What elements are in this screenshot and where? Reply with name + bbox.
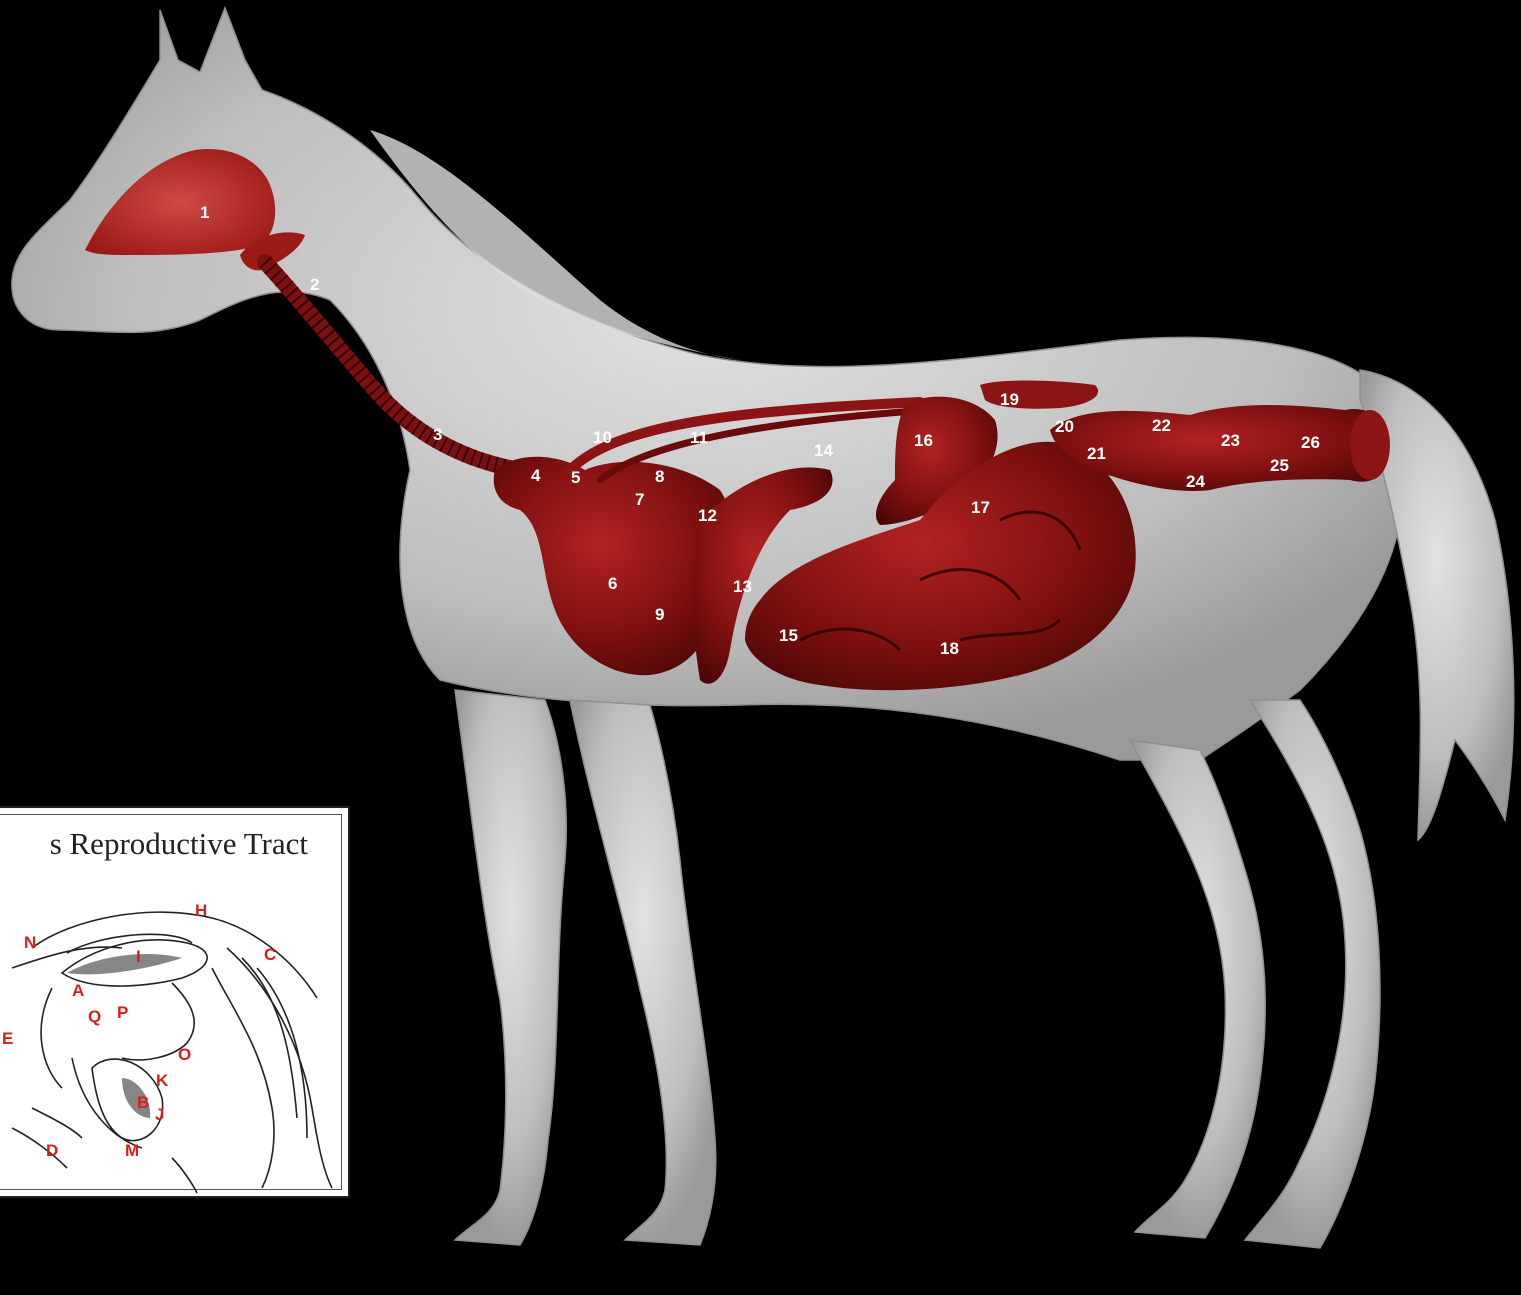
- organ-label: 23: [1221, 431, 1240, 450]
- organ-label: 11: [690, 428, 708, 447]
- inset-title: s Reproductive Tract: [50, 826, 308, 862]
- organ-label: 9: [655, 605, 664, 624]
- horse-front-leg-far: [570, 700, 716, 1245]
- sketch-line: [257, 968, 307, 1138]
- horse-hind-leg-near: [1245, 700, 1380, 1248]
- inset-label: N: [24, 933, 36, 952]
- organ-label: 17: [971, 498, 990, 517]
- inset-label: K: [156, 1071, 169, 1090]
- organ-label: 15: [779, 626, 798, 645]
- organ-label: 12: [698, 506, 717, 525]
- inset-label: D: [46, 1141, 58, 1160]
- sketch-line: [172, 1158, 197, 1193]
- organ-label: 21: [1087, 444, 1106, 463]
- sketch-line: [212, 968, 274, 1188]
- organ-label: 13: [733, 577, 752, 596]
- inset-label: O: [178, 1045, 191, 1064]
- organ-label: 1: [200, 203, 209, 222]
- organ-label: 25: [1270, 456, 1289, 475]
- organ-label: 10: [593, 428, 612, 447]
- organ-label: 24: [1186, 472, 1205, 491]
- inset-label: Q: [88, 1007, 101, 1026]
- organ-label: 4: [531, 466, 541, 485]
- sketch-line: [67, 934, 192, 953]
- organ-label: 7: [635, 490, 644, 509]
- organ-label: 18: [940, 639, 959, 658]
- shading: [67, 954, 182, 974]
- inset-label: I: [136, 947, 141, 966]
- inset-label: H: [195, 901, 207, 920]
- organ-label: 22: [1152, 416, 1171, 435]
- organ-label: 26: [1301, 433, 1320, 452]
- inset-label: E: [2, 1029, 13, 1048]
- sketch-line: [227, 948, 332, 1188]
- sketch-line: [12, 1128, 67, 1168]
- inset-label: J: [155, 1105, 164, 1124]
- inset-label: A: [72, 981, 84, 1000]
- organ-label: 2: [310, 275, 319, 294]
- inset-label: B: [137, 1093, 149, 1112]
- sketch-line: [41, 988, 62, 1088]
- inset-label: M: [125, 1141, 139, 1160]
- inset-label: C: [264, 945, 276, 964]
- organ-label: 16: [914, 431, 933, 450]
- organ-label: 20: [1055, 417, 1074, 436]
- horse-front-leg-near: [455, 690, 566, 1245]
- sketch-line: [32, 1108, 82, 1138]
- anal-region-organ: [1350, 410, 1390, 480]
- horse-hind-leg-far: [1130, 740, 1265, 1238]
- organ-label: 6: [608, 574, 617, 593]
- reproductive-tract-sketch: A B C D E H I J K M N O P Q: [0, 808, 350, 1198]
- organ-label: 19: [1000, 390, 1019, 409]
- sketch-lines: [12, 912, 332, 1193]
- inset-label: P: [117, 1003, 128, 1022]
- organ-label: 5: [571, 468, 580, 487]
- organ-label: 3: [433, 425, 442, 444]
- organ-label: 8: [655, 467, 664, 486]
- organ-label: 14: [814, 441, 833, 460]
- reproductive-tract-inset: A B C D E H I J K M N O P Q s Reproducti…: [0, 806, 350, 1198]
